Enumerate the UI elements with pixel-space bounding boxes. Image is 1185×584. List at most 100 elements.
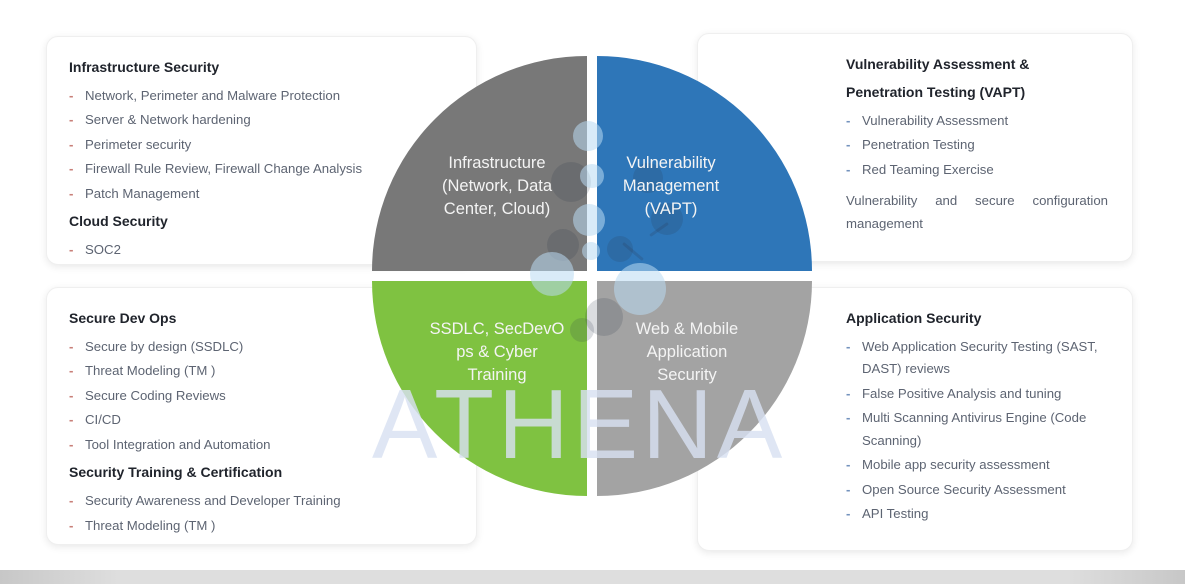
card-section-heading: Vulnerability Assessment & Penetration T…: [846, 56, 1030, 100]
dash-bullet-icon: -: [846, 161, 851, 177]
list-item: -CI/CD: [69, 409, 452, 431]
card-section-heading: Secure Dev Ops: [69, 310, 177, 326]
list-item: -Mobile app security assessment: [846, 454, 1108, 476]
list-item-text: Penetration Testing: [862, 137, 975, 153]
list-item: -False Positive Analysis and tuning: [846, 383, 1108, 405]
list-item-text: Web Application Security Testing (SAST, …: [862, 339, 1098, 377]
list-item-text: Security Awareness and Developer Trainin…: [85, 493, 341, 509]
list-item-text: Network, Perimeter and Malware Protectio…: [85, 88, 341, 103]
list-item: -Threat Modeling (TM ): [69, 360, 452, 382]
dash-bullet-icon: -: [846, 481, 851, 497]
molecule-circle-icon: [580, 164, 604, 188]
card-paragraph: Vulnerability and secure configuration m…: [846, 193, 1108, 232]
molecule-circle-icon: [651, 203, 683, 235]
dash-bullet-icon: -: [846, 339, 851, 354]
dash-bullet-icon: -: [846, 506, 851, 522]
dash-bullet-icon: -: [69, 436, 74, 452]
list-item: -Server & Network hardening: [69, 109, 452, 131]
list-item: -Web Application Security Testing (SAST,…: [846, 336, 1108, 381]
dash-bullet-icon: -: [69, 112, 74, 128]
molecule-circle-icon: [570, 318, 594, 342]
list-item-text: CI/CD: [85, 412, 121, 428]
quadrant-label-line: Management: [622, 177, 720, 196]
molecule-circle-icon: [530, 252, 574, 296]
molecule-circle-icon: [607, 236, 633, 262]
list-item-text: Patch Management: [85, 185, 200, 201]
dash-bullet-icon: -: [69, 88, 74, 103]
dash-bullet-icon: -: [69, 339, 74, 354]
list-item: -Secure Coding Reviews: [69, 385, 452, 407]
list-item-text: Red Teaming Exercise: [862, 161, 994, 177]
quadrant-label-line: Application: [646, 343, 728, 362]
list-item-text: Secure by design (SSDLC): [85, 339, 244, 354]
list-item-text: Tool Integration and Automation: [85, 436, 271, 452]
dash-bullet-icon: -: [69, 363, 74, 379]
athena-watermark: ATHENA: [372, 369, 787, 479]
dash-bullet-icon: -: [846, 385, 851, 401]
molecule-circle-icon: [585, 298, 623, 336]
list-item-text: Vulnerability Assessment: [862, 113, 1009, 128]
list-item: -Perimeter security: [69, 134, 452, 156]
list-item-text: API Testing: [862, 506, 929, 522]
card-section-heading: Cloud Security: [69, 213, 168, 230]
quadrant-label-line: Security: [657, 366, 717, 385]
dash-bullet-icon: -: [69, 242, 74, 258]
dash-bullet-icon: -: [846, 457, 851, 473]
dash-bullet-icon: -: [69, 517, 74, 533]
list-item-text: Firewall Rule Review, Firewall Change An…: [85, 161, 363, 177]
list-item-text: Multi Scanning Antivirus Engine (Code Sc…: [862, 410, 1087, 448]
list-item-text: Open Source Security Assessment: [862, 481, 1066, 497]
molecule-circle-icon: [573, 204, 605, 236]
quadrant-label-line: (VAPT): [644, 200, 698, 219]
list-item-text: Secure Coding Reviews: [85, 387, 226, 403]
quadrant-label-line: Center, Cloud): [443, 200, 551, 219]
quadrant-label-line: Vulnerability: [626, 154, 716, 172]
list-item: -Open Source Security Assessment: [846, 479, 1108, 501]
dash-bullet-icon: -: [69, 161, 74, 177]
card-infrastructure-security: Infrastructure Security-Network, Perimet…: [46, 36, 477, 265]
list-item: -Secure by design (SSDLC): [69, 336, 452, 358]
card-section-heading: Infrastructure Security: [69, 59, 220, 75]
list-item: -Multi Scanning Antivirus Engine (Code S…: [846, 407, 1108, 452]
molecule-circle-icon: [582, 242, 600, 260]
dash-bullet-icon: -: [69, 493, 74, 509]
list-item: -Tool Integration and Automation: [69, 434, 452, 456]
quadrant-label-line: Web & Mobile: [635, 320, 739, 338]
quadrant-label-line: (Network, Data: [441, 177, 553, 196]
dash-bullet-icon: -: [69, 387, 74, 403]
list-item-text: Server & Network hardening: [85, 112, 251, 128]
molecule-circle-icon: [614, 263, 666, 315]
list-item-text: Threat Modeling (TM ): [85, 517, 216, 533]
list-item-text: False Positive Analysis and tuning: [862, 385, 1062, 401]
list-item-text: Perimeter security: [85, 136, 192, 152]
dash-bullet-icon: -: [69, 412, 74, 428]
dash-bullet-icon: -: [846, 410, 851, 426]
dash-bullet-icon: -: [69, 136, 74, 152]
list-item: -Network, Perimeter and Malware Protecti…: [69, 85, 452, 107]
list-item: -Firewall Rule Review, Firewall Change A…: [69, 158, 452, 180]
list-item: -SOC2: [69, 239, 452, 261]
list-item: -API Testing: [846, 503, 1108, 525]
quadrant-label-line: Training: [467, 366, 527, 385]
molecule-circle-icon: [573, 121, 603, 151]
list-item: -Security Awareness and Developer Traini…: [69, 490, 452, 512]
card-section-heading: Application Security: [846, 310, 982, 326]
list-item: -Penetration Testing: [846, 134, 1108, 156]
list-item: -Patch Management: [69, 183, 452, 205]
list-item-text: Threat Modeling (TM ): [85, 363, 216, 379]
dash-bullet-icon: -: [69, 185, 74, 201]
list-item-text: SOC2: [85, 242, 121, 258]
quadrant-label-line: SSDLC, SecDevO: [429, 320, 565, 338]
list-item: -Threat Modeling (TM ): [69, 515, 452, 537]
list-item-text: Mobile app security assessment: [862, 457, 1050, 473]
footer-strip: [0, 570, 1185, 584]
dash-bullet-icon: -: [846, 137, 851, 153]
list-item: -Red Teaming Exercise: [846, 159, 1108, 181]
quadrant-label-line: Infrastructure: [448, 154, 546, 172]
quadrant-label-line: ps & Cyber: [456, 343, 538, 362]
